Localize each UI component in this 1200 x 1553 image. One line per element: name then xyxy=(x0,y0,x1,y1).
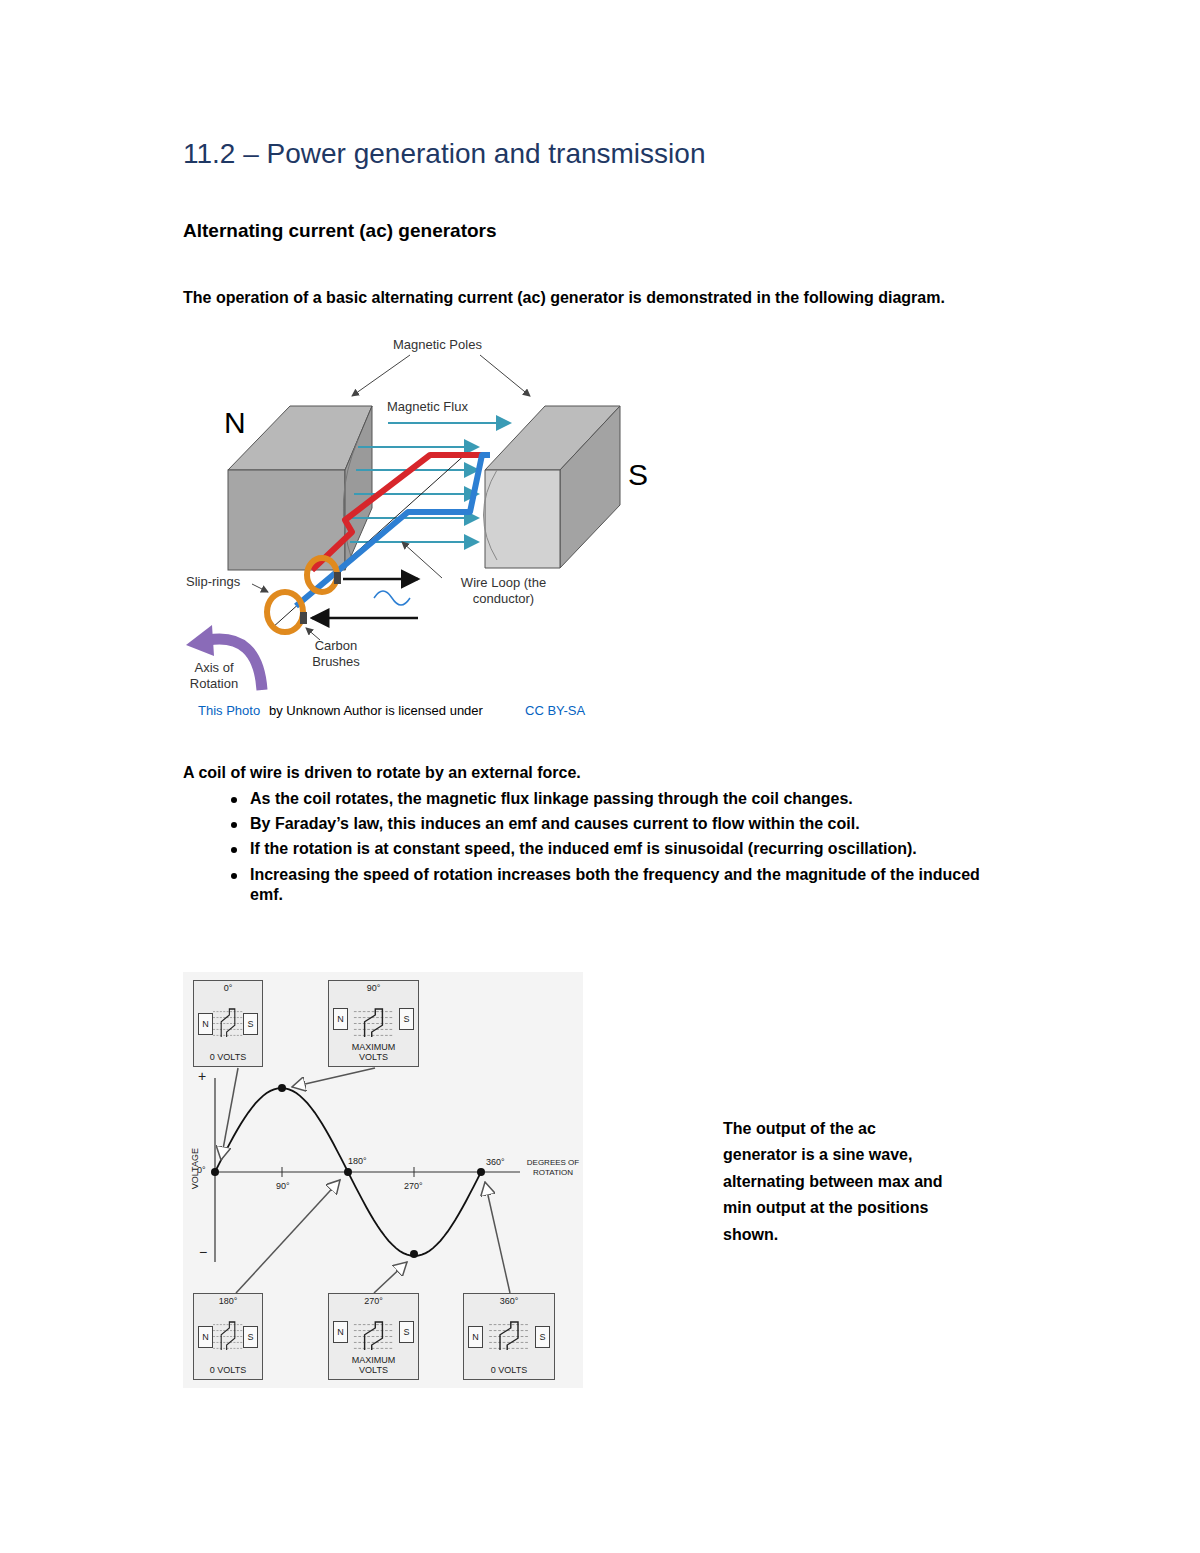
bullet-dot xyxy=(231,797,237,803)
graph-background xyxy=(183,972,583,1388)
carbon-brush xyxy=(334,572,341,584)
ticks xyxy=(282,1167,414,1177)
voltage-label: 0 VOLTS xyxy=(210,1366,246,1376)
bullet-dot xyxy=(231,822,237,828)
axis-sign: − xyxy=(199,1244,207,1262)
part-label: Magnetic Flux xyxy=(387,399,468,415)
body-text: A coil of wire is driven to rotate by an… xyxy=(183,763,1083,783)
magnet-pole: N xyxy=(333,1321,348,1343)
tick-label: 0° xyxy=(197,1165,206,1176)
slip-rings xyxy=(267,558,337,632)
north-magnet xyxy=(228,406,372,570)
magnet-row: NS xyxy=(198,1013,258,1035)
part-label: Carbon Brushes xyxy=(306,638,366,671)
graph-points xyxy=(211,1084,485,1258)
pole-letter: N xyxy=(224,404,246,442)
caption-text: by Unknown Author is licensed under xyxy=(269,703,483,719)
position-panel: 360°NS0 VOLTS xyxy=(463,1293,555,1380)
flux-arrows xyxy=(350,423,510,542)
tick-label: 360° xyxy=(486,1157,505,1168)
sine-symbol xyxy=(374,591,410,605)
voltage-label: 0 VOLTS xyxy=(210,1053,246,1063)
position-panel: 90°NSMAXIMUM VOLTS xyxy=(328,980,419,1067)
intro-paragraph: The operation of a basic alternating cur… xyxy=(183,288,1083,308)
tick-label: 90° xyxy=(276,1181,290,1192)
axis-sign: + xyxy=(198,1068,206,1086)
part-label: Magnetic Poles xyxy=(393,337,482,353)
sine-wave xyxy=(215,1088,481,1256)
part-label: Axis of Rotation xyxy=(183,660,245,693)
magnet-pole: S xyxy=(399,1321,414,1343)
position-panel: 270°NSMAXIMUM VOLTS xyxy=(328,1293,419,1380)
magnet-pole: N xyxy=(198,1326,213,1348)
voltage-label: MAXIMUM VOLTS xyxy=(348,1356,400,1376)
current-arrow xyxy=(312,617,418,620)
bullet-text: By Faraday’s law, this induces an emf an… xyxy=(250,814,990,834)
magnet-row: NS xyxy=(333,1008,414,1030)
angle-label: 180° xyxy=(219,1297,238,1307)
current-arrow xyxy=(343,578,418,581)
magnet-pole: S xyxy=(243,1326,258,1348)
caption-link: CC BY-SA xyxy=(525,703,585,719)
tick-label: 180° xyxy=(348,1156,367,1167)
voltage-label: MAXIMUM VOLTS xyxy=(348,1043,400,1063)
magnet-row: NS xyxy=(198,1326,258,1348)
magnet-pole: N xyxy=(198,1013,213,1035)
caption-link: This Photo xyxy=(198,703,260,719)
carbon-brush xyxy=(300,612,307,624)
voltage-label: 0 VOLTS xyxy=(491,1366,527,1376)
rotation-arrow-head xyxy=(186,625,214,656)
magnet-row: NS xyxy=(468,1326,550,1348)
bullet-text: If the rotation is at constant speed, th… xyxy=(250,839,990,859)
part-label: Wire Loop (the conductor) xyxy=(446,575,561,608)
tick-label: 270° xyxy=(404,1181,423,1192)
position-panel: 180°NS0 VOLTS xyxy=(193,1293,263,1380)
section-heading: Alternating current (ac) generators xyxy=(183,219,497,243)
bullet-text: As the coil rotates, the magnetic flux l… xyxy=(250,789,990,809)
page-title: 11.2 – Power generation and transmission xyxy=(183,136,705,171)
angle-label: 0° xyxy=(224,984,233,994)
bullet-dot xyxy=(231,847,237,853)
angle-label: 270° xyxy=(364,1297,383,1307)
magnet-pole: S xyxy=(535,1326,550,1348)
bullet-text: Increasing the speed of rotation increas… xyxy=(250,865,990,905)
magnet-row: NS xyxy=(333,1321,414,1343)
south-magnet xyxy=(484,406,621,568)
degree-axis xyxy=(215,1171,520,1172)
magnet-pole: S xyxy=(399,1008,414,1030)
panel-arrows xyxy=(221,1068,510,1293)
magnet-pole: N xyxy=(333,1008,348,1030)
angle-label: 90° xyxy=(367,984,381,994)
angle-label: 360° xyxy=(500,1297,519,1307)
bullet-dot xyxy=(231,873,237,879)
pole-letter: S xyxy=(628,456,648,494)
position-panel: 0°NS0 VOLTS xyxy=(193,980,263,1067)
part-label: Slip-rings xyxy=(186,574,240,590)
axis-title: DEGREES OF ROTATION xyxy=(524,1158,582,1178)
side-note: The output of the ac generator is a sine… xyxy=(723,1116,945,1248)
magnet-pole: S xyxy=(243,1013,258,1035)
magnet-pole: N xyxy=(468,1326,483,1348)
